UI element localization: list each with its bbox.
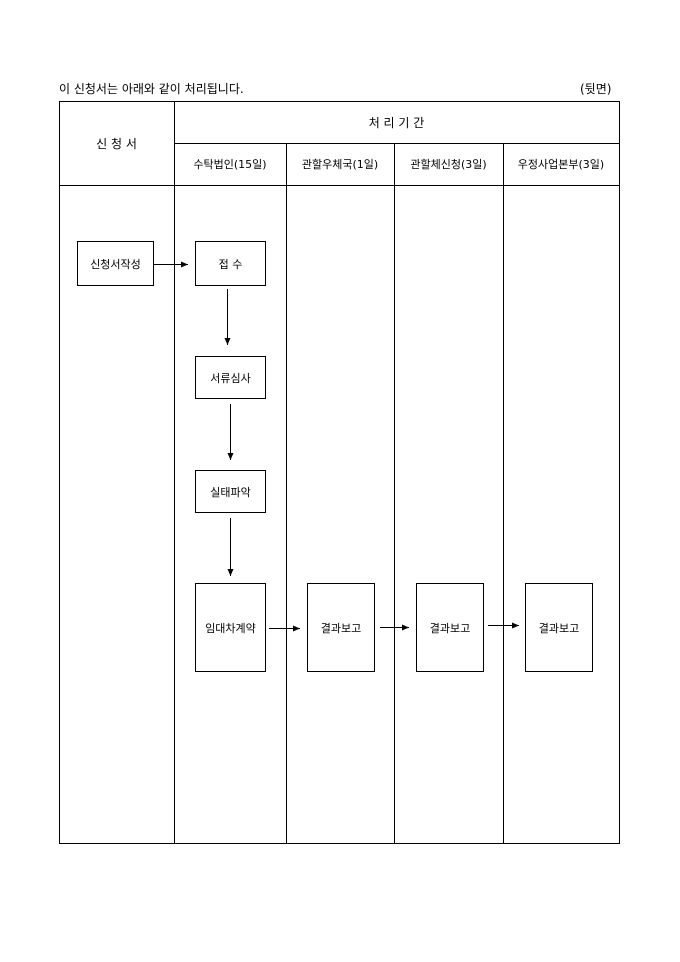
- applicant-header: 신 청 서: [96, 136, 137, 151]
- step-write: 신청서작성: [77, 241, 154, 286]
- page-side-label: (뒷면): [580, 82, 612, 96]
- step-review: 서류심사: [195, 356, 266, 399]
- step-report-headquarters: 결과보고: [525, 583, 593, 672]
- column-header: 관할체신청(3일): [410, 158, 487, 171]
- column-header: 관할우체국(1일): [301, 158, 379, 171]
- intro-text: 이 신청서는 아래와 같이 처리됩니다.: [59, 82, 244, 96]
- table-border: [59, 101, 620, 844]
- step-contract: 임대차계약: [195, 583, 266, 672]
- step-receive: 접 수: [195, 241, 266, 286]
- period-header: 처 리 기 간: [368, 115, 425, 130]
- column-header: 수탁법인(15일): [193, 158, 267, 171]
- step-inspect: 실태파악: [195, 470, 266, 513]
- step-report-post-office: 결과보고: [307, 583, 375, 672]
- step-report-regional: 결과보고: [416, 583, 484, 672]
- column-header: 우정사업본부(3일): [517, 158, 605, 171]
